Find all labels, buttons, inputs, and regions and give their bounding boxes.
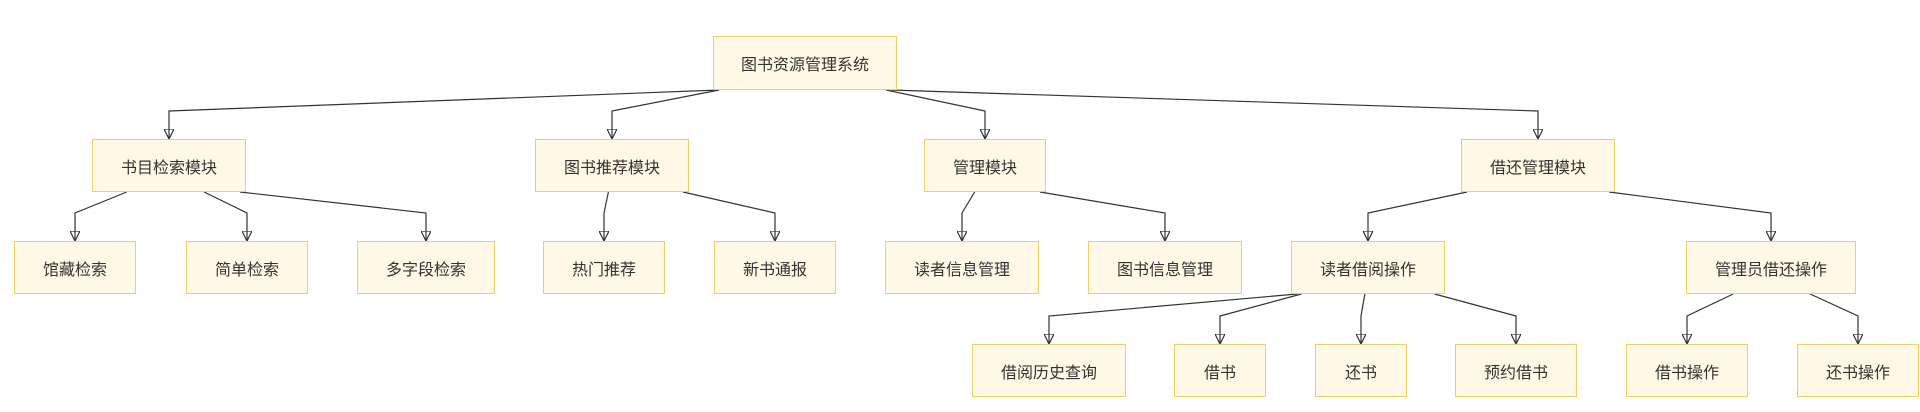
edge-root-to-borrow_return_mgmt: [890, 89, 1538, 139]
edge-catalog_search-to-multi_field_search: [239, 191, 426, 241]
node-book-info-mgmt: 图书信息管理: [1088, 241, 1242, 294]
edge-reader_borrow_ops-to-reserve_book: [1434, 293, 1516, 344]
edge-reader_borrow_ops-to-borrow_history_query: [1049, 293, 1298, 344]
node-new-book-notice: 新书通报: [714, 241, 836, 294]
node-reader-borrow-ops: 读者借阅操作: [1291, 241, 1445, 294]
node-hot-recommend: 热门推荐: [543, 241, 665, 294]
node-catalog-search: 书目检索模块: [92, 139, 246, 192]
node-borrow-history-query: 借阅历史查询: [972, 344, 1126, 397]
edge-admin_borrow_return_ops-to-return_op: [1809, 293, 1858, 344]
node-root: 图书资源管理系统: [713, 36, 897, 90]
node-return-op: 还书操作: [1797, 344, 1919, 397]
edge-catalog_search-to-holdings_search: [75, 191, 127, 241]
node-simple-search: 简单检索: [186, 241, 308, 294]
node-management: 管理模块: [924, 139, 1046, 192]
node-multi-field-search: 多字段检索: [357, 241, 495, 294]
edge-root-to-catalog_search: [169, 89, 720, 139]
node-borrow-return-mgmt: 借还管理模块: [1461, 139, 1615, 192]
edge-catalog_search-to-simple_search: [203, 191, 247, 241]
edge-reader_borrow_ops-to-borrow_book: [1220, 293, 1302, 344]
node-return-book: 还书: [1315, 344, 1407, 397]
node-reserve-book: 预约借书: [1455, 344, 1577, 397]
edge-book_recommend-to-new_book_notice: [682, 191, 775, 241]
edge-root-to-book_recommend: [612, 89, 720, 139]
node-borrow-op: 借书操作: [1626, 344, 1748, 397]
edge-root-to-management: [885, 89, 985, 139]
node-borrow-book: 借书: [1174, 344, 1266, 397]
node-holdings-search: 馆藏检索: [14, 241, 136, 294]
node-book-recommend: 图书推荐模块: [535, 139, 689, 192]
node-reader-info-mgmt: 读者信息管理: [885, 241, 1039, 294]
edge-book_recommend-to-hot_recommend: [604, 191, 608, 241]
node-admin-borrow-return-ops: 管理员借还操作: [1686, 241, 1856, 294]
edge-admin_borrow_return_ops-to-borrow_op: [1687, 293, 1734, 344]
edge-management-to-reader_info_mgmt: [962, 191, 976, 241]
edge-management-to-book_info_mgmt: [1039, 191, 1165, 241]
edge-reader_borrow_ops-to-return_book: [1361, 293, 1365, 344]
edge-borrow_return_mgmt-to-reader_borrow_ops: [1368, 191, 1468, 241]
edge-borrow_return_mgmt-to-admin_borrow_return_ops: [1608, 191, 1771, 241]
